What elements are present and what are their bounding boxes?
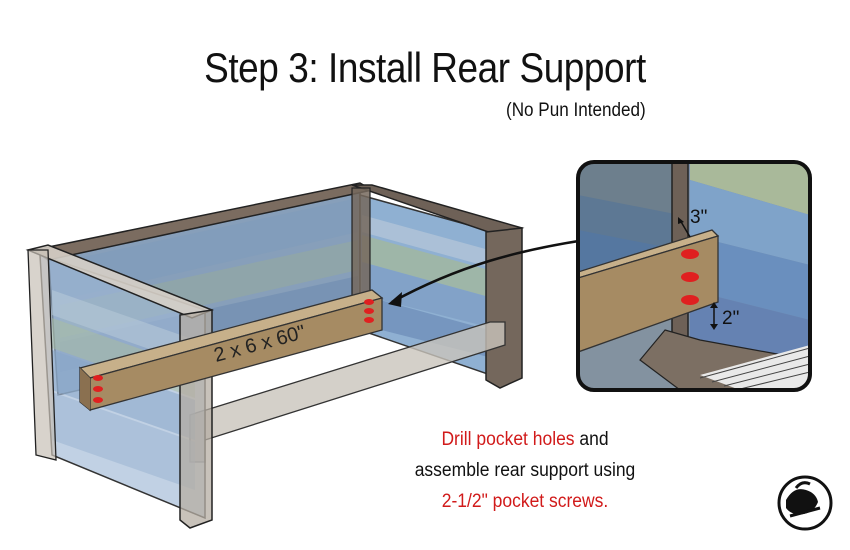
caption-line-1: Drill pocket holes and (392, 424, 659, 455)
dimension-top-label: 3" (690, 207, 707, 228)
callout-arrow (391, 238, 586, 304)
caption-line-2: assemble rear support using (414, 460, 636, 481)
pocket-hole (364, 299, 374, 305)
caption-line-3: 2-1/2" pocket screws. (441, 491, 609, 512)
inset-pocket-hole (681, 249, 699, 259)
instruction-caption: Drill pocket holes and assemble rear sup… (392, 424, 659, 517)
pocket-hole (93, 386, 103, 392)
page-subtitle: (No Pun Intended) (506, 100, 646, 121)
brand-logo (777, 475, 833, 531)
pocket-hole (364, 317, 374, 323)
pocket-hole (364, 308, 374, 314)
inset-frame (576, 160, 812, 392)
inset-pocket-hole (681, 272, 699, 282)
inset-pocket-hole (681, 295, 699, 305)
caption-text-1: and (574, 429, 609, 450)
right-front-post (485, 227, 523, 389)
main-illustration: 2 x 6 x 60" (25, 182, 586, 529)
detail-inset: 3" 2" (576, 160, 812, 392)
pocket-hole (93, 375, 103, 381)
caption-highlight-1: Drill pocket holes (441, 429, 575, 450)
pocket-hole (93, 397, 103, 403)
page-title: Step 3: Install Rear Support (204, 44, 646, 91)
left-back-post (27, 249, 57, 461)
dimension-bottom-label: 2" (722, 308, 739, 329)
